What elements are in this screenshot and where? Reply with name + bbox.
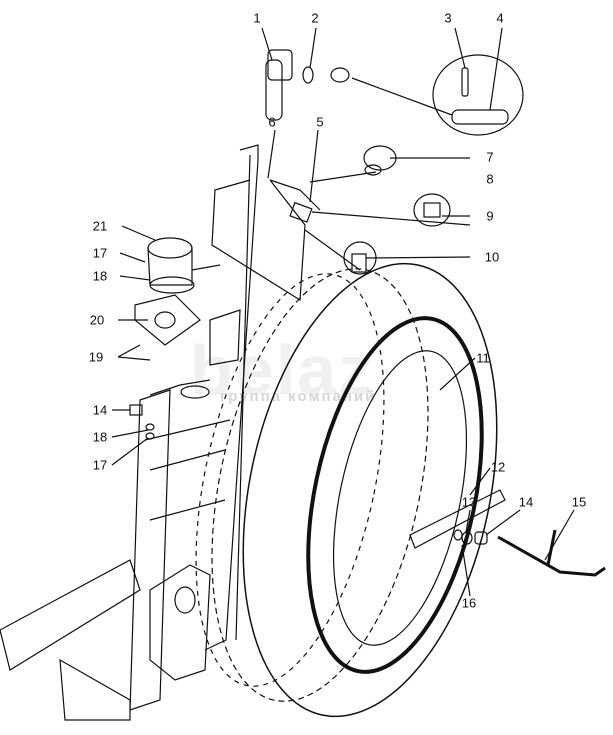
- rod-link: [269, 179, 321, 211]
- tire-part-11: [195, 262, 498, 718]
- callout-13: 13: [461, 494, 477, 510]
- callout-14-left: 14: [92, 402, 108, 418]
- leader-4: [351, 77, 453, 116]
- washer-part-16: [453, 529, 463, 541]
- callout-14-right: 14: [518, 494, 534, 510]
- watermark-subtitle: группа компаний: [220, 388, 377, 405]
- part-4-body: [451, 109, 509, 125]
- part-10-body: [351, 253, 367, 273]
- part-9-inset: [413, 193, 451, 227]
- frame-post: [0, 144, 259, 721]
- leaders-right: [304, 157, 471, 271]
- part-9-body: [423, 202, 441, 218]
- detail-inset-ellipse: [432, 54, 524, 136]
- callout-10: 10: [484, 249, 500, 265]
- callout-16: 16: [461, 595, 477, 611]
- callout-7: 7: [486, 149, 494, 165]
- callout-12: 12: [490, 459, 506, 475]
- callout-2: 2: [311, 10, 319, 26]
- callout-5: 5: [316, 114, 324, 130]
- nut-part-14-right: [474, 531, 488, 545]
- leader-lines: [111, 27, 575, 597]
- callout-17-bottom: 17: [92, 457, 108, 473]
- callout-19: 19: [88, 349, 104, 365]
- signal-part-21: [134, 237, 221, 346]
- callout-15: 15: [571, 494, 587, 510]
- callout-3: 3: [444, 10, 452, 26]
- callout-6: 6: [268, 114, 276, 130]
- callout-8: 8: [486, 171, 494, 187]
- callout-20: 20: [89, 312, 105, 328]
- callout-21: 21: [92, 218, 108, 234]
- crank-part-15: [497, 529, 606, 577]
- callout-11: 11: [476, 350, 490, 366]
- callout-18-bottom: 18: [92, 429, 108, 445]
- part-8-body: [364, 164, 382, 176]
- part-3-body: [461, 67, 469, 97]
- rod-part-6: [211, 179, 306, 302]
- callout-18-top: 18: [92, 268, 108, 284]
- callout-1: 1: [253, 10, 261, 26]
- washer-part-18: [145, 423, 155, 431]
- pin-part-1: [265, 49, 350, 121]
- callout-4: 4: [496, 10, 504, 26]
- bracket-part-12: [409, 489, 506, 549]
- callout-9: 9: [486, 208, 494, 224]
- callout-17-top: 17: [92, 245, 108, 261]
- plate-part-5: [289, 201, 313, 223]
- washer-part-13: [461, 531, 473, 545]
- washer-part-17: [145, 432, 155, 440]
